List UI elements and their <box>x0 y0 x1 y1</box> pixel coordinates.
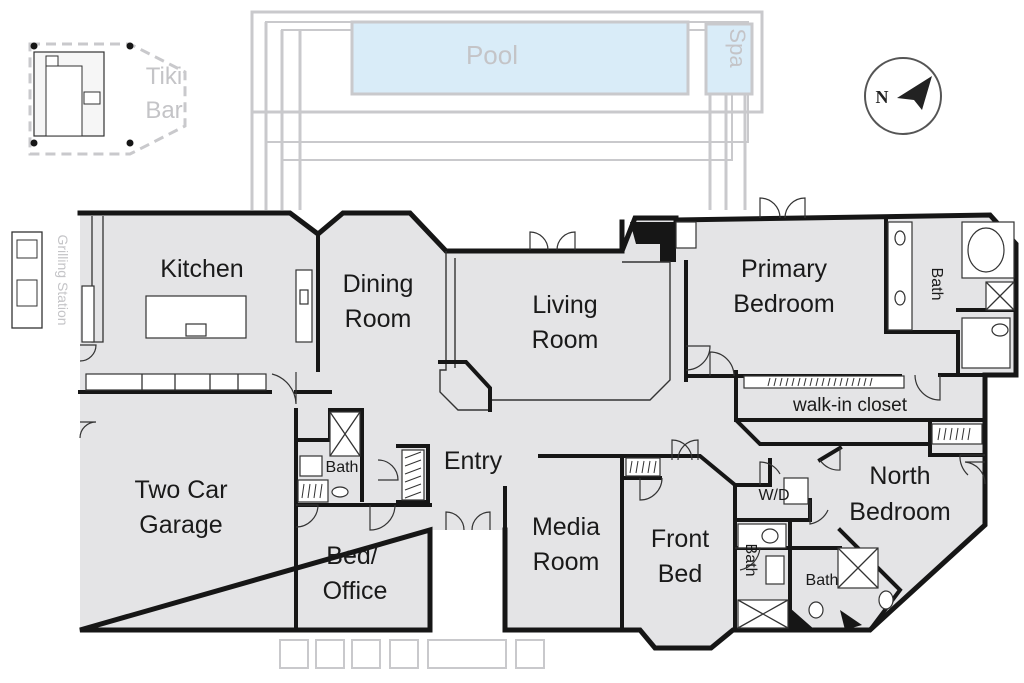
front-bed-label-2: Bed <box>658 560 702 588</box>
front-steps <box>279 639 545 669</box>
entry-label: Entry <box>444 447 503 475</box>
office-label-2: Office <box>323 577 388 605</box>
living-label-2: Room <box>532 326 599 354</box>
garage-label-1: Two Car <box>134 476 227 504</box>
tiki-label-2: Bar <box>145 97 182 124</box>
front-bath-label: Bath <box>742 544 759 577</box>
compass-icon: N <box>864 57 942 135</box>
tiki-label-1: Tiki <box>146 63 182 90</box>
north-bedroom-label-1: North <box>869 462 930 490</box>
walk-in-closet-label: walk-in closet <box>792 395 908 416</box>
dining-label-1: Dining <box>343 270 414 298</box>
primary-label-1: Primary <box>741 255 828 283</box>
wd-label: W/D <box>758 487 789 504</box>
hall-bath-label: Bath <box>326 459 359 476</box>
pool <box>350 20 690 96</box>
dining-label-2: Room <box>345 305 412 333</box>
tiki-bar <box>28 42 187 156</box>
grilling-station <box>11 231 43 329</box>
fixtures <box>81 216 1015 629</box>
pool-label: Pool <box>466 40 518 70</box>
spa <box>704 22 754 96</box>
living-label-1: Living <box>532 291 597 319</box>
compass-letter: N <box>876 87 889 107</box>
kitchen-label: Kitchen <box>160 255 243 283</box>
north-bath-label: Bath <box>806 572 839 589</box>
grilling-label: Grilling Station <box>55 234 71 325</box>
front-bed-label-1: Front <box>651 525 709 553</box>
office-label-1: Bed/ <box>326 542 377 570</box>
primary-bath-label: Bath <box>928 268 945 301</box>
media-label-1: Media <box>532 513 600 541</box>
north-bedroom-label-2: Bedroom <box>849 498 950 526</box>
interior-walls <box>78 218 1018 633</box>
exterior-wall <box>77 210 1019 651</box>
doors <box>79 197 986 571</box>
spa-label: Spa <box>725 28 750 68</box>
media-label-2: Room <box>533 548 600 576</box>
primary-label-2: Bedroom <box>733 290 834 318</box>
garage-label-2: Garage <box>139 511 222 539</box>
